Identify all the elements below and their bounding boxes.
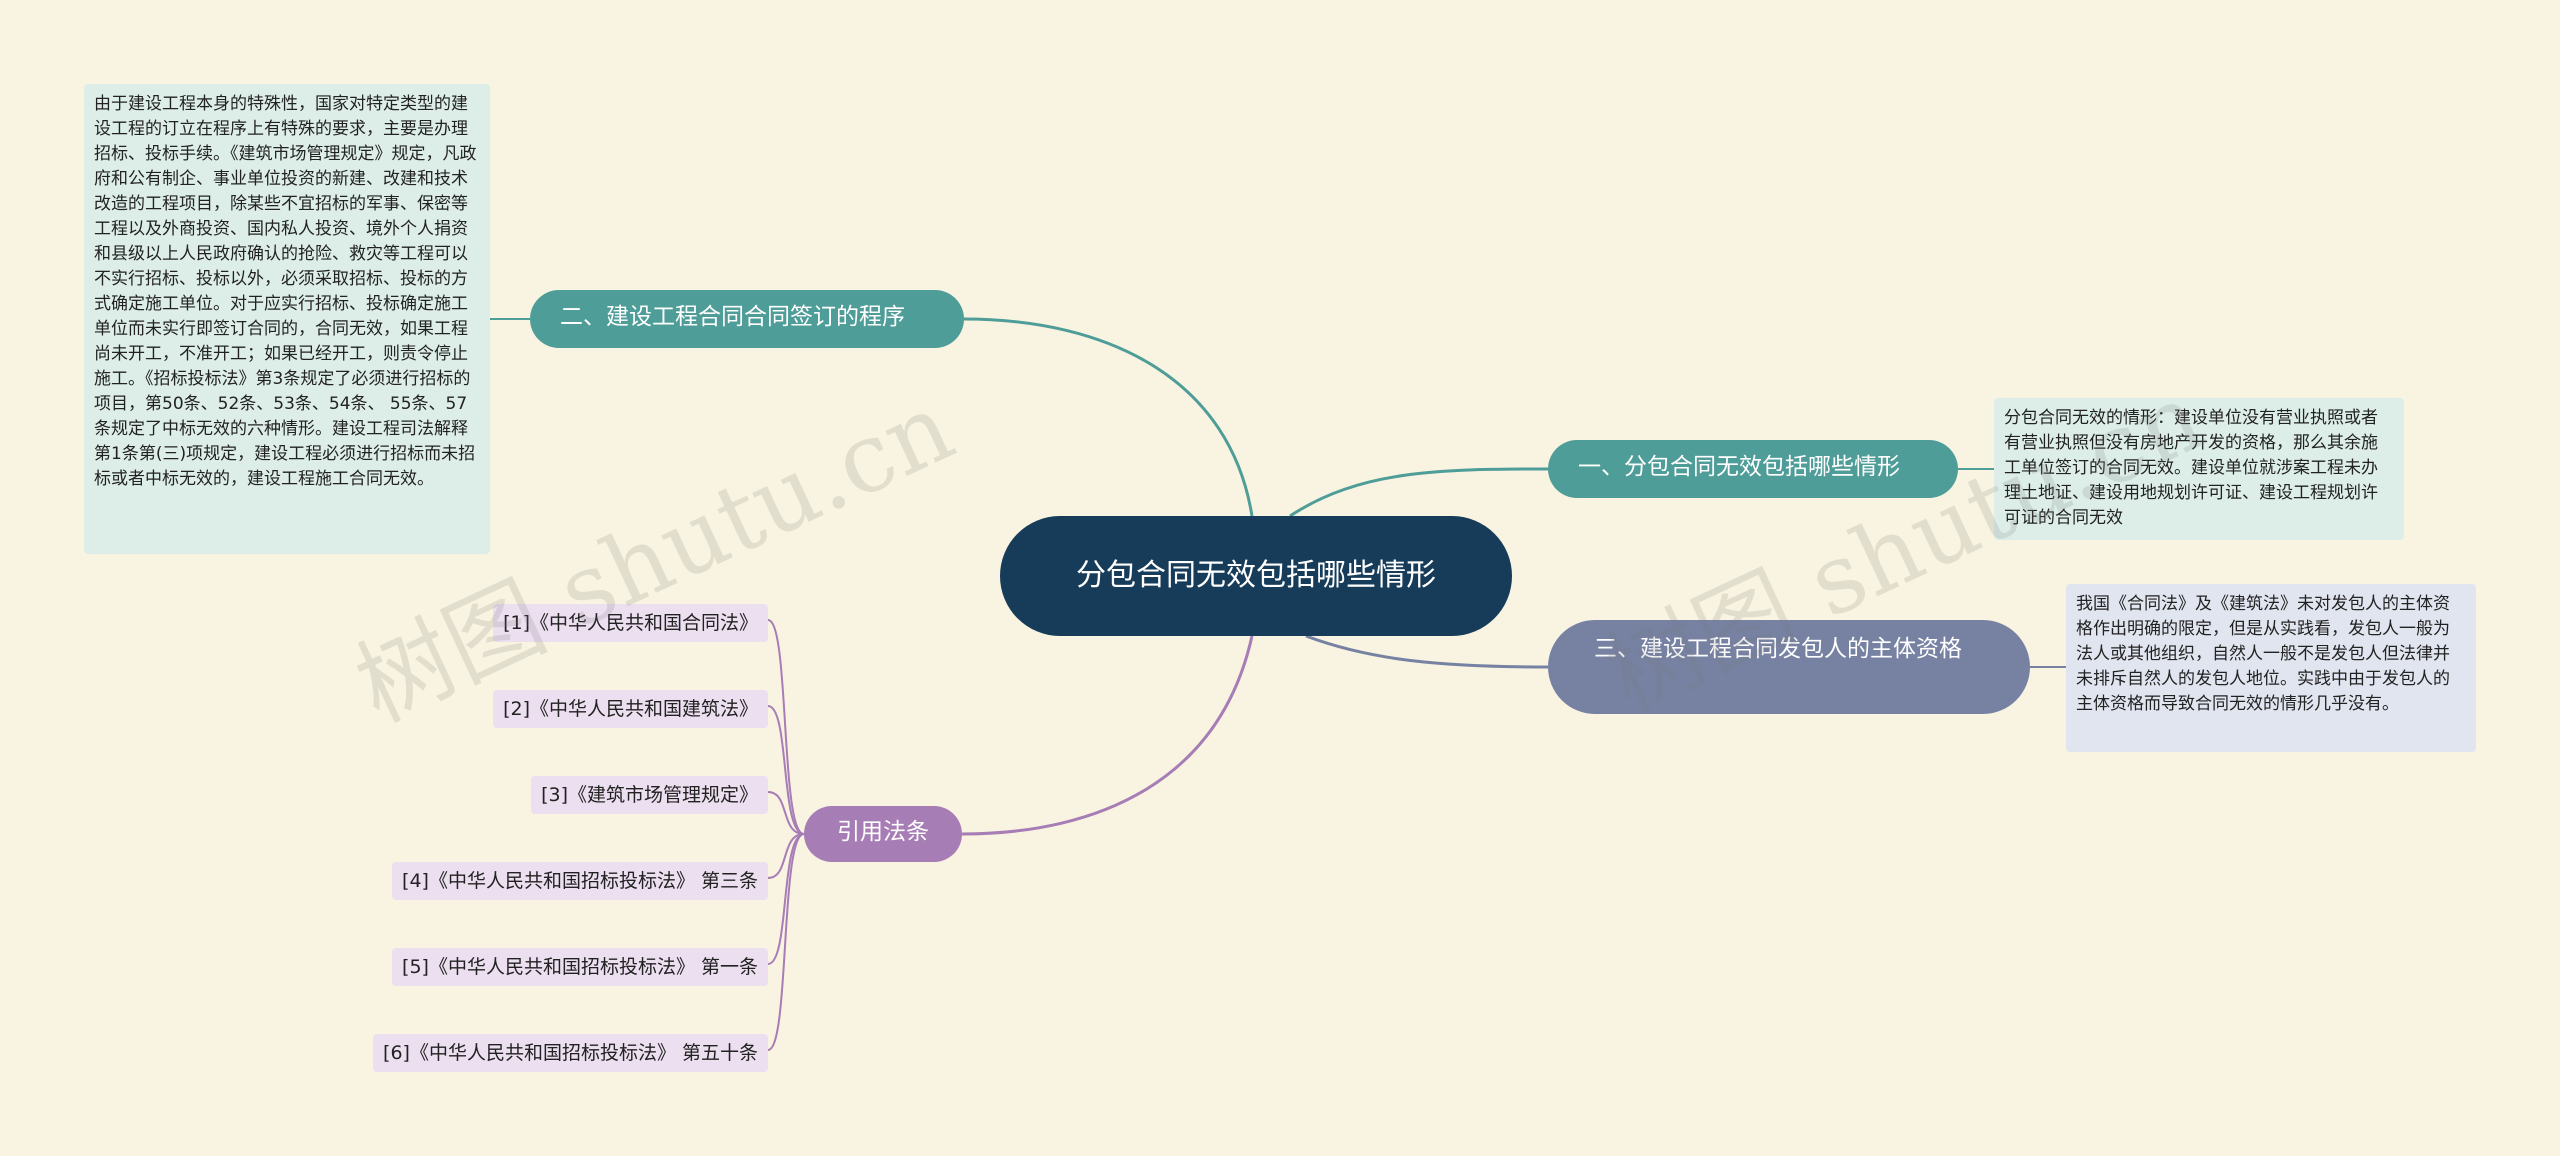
ref-item-3[interactable]: [3]《建筑市场管理规定》 [531,776,768,814]
branch-one-label: 一、分包合同无效包括哪些情形 [1578,454,1900,480]
branch-refs[interactable]: 引用法条 [804,806,962,862]
ref-item-1[interactable]: [1]《中华人民共和国合同法》 [493,604,768,642]
ref-item-2[interactable]: [2]《中华人民共和国建筑法》 [493,690,768,728]
branch-three-label: 三、建设工程合同发包人的主体资格 [1594,636,1962,662]
branch-two[interactable]: 二、建设工程合同合同签订的程序 [530,290,964,348]
root-topic[interactable]: 分包合同无效包括哪些情形 [1000,516,1512,636]
root-title: 分包合同无效包括哪些情形 [1076,558,1436,593]
branch-three-detail[interactable]: 我国《合同法》及《建筑法》未对发包人的主体资格作出明确的限定，但是从实践看，发包… [2066,584,2476,752]
link-root-branch-one [1289,467,1549,518]
branch-three[interactable]: 三、建设工程合同发包人的主体资格 [1548,620,2030,714]
branch-one-detail-text: 分包合同无效的情形：建设单位没有营业执照或者有营业执照但没有房地产开发的资格，那… [2004,408,2378,528]
ref-item-text: [2]《中华人民共和国建筑法》 [503,698,758,720]
ref-item-text: [5]《中华人民共和国招标投标法》 第一条 [402,956,758,978]
link-root-refs [961,635,1254,836]
link-root-branch-two [963,317,1254,517]
branch-three-detail-text: 我国《合同法》及《建筑法》未对发包人的主体资格作出明确的限定，但是从实践看，发包… [2076,594,2450,714]
branch-one-detail[interactable]: 分包合同无效的情形：建设单位没有营业执照或者有营业执照但没有房地产开发的资格，那… [1994,398,2404,540]
ref-item-text: [6]《中华人民共和国招标投标法》 第五十条 [383,1042,758,1064]
refs-item-links [767,619,805,1051]
branch-two-detail-text: 由于建设工程本身的特殊性，国家对特定类型的建设工程的订立在程序上有特殊的要求，主… [94,94,477,489]
ref-item-5[interactable]: [5]《中华人民共和国招标投标法》 第一条 [392,948,768,986]
ref-item-6[interactable]: [6]《中华人民共和国招标投标法》 第五十条 [373,1034,768,1072]
branch-refs-label: 引用法条 [837,819,929,845]
ref-item-text: [3]《建筑市场管理规定》 [541,784,758,806]
branch-two-detail[interactable]: 由于建设工程本身的特殊性，国家对特定类型的建设工程的订立在程序上有特殊的要求，主… [84,84,490,554]
branch-two-label: 二、建设工程合同合同签订的程序 [560,304,905,330]
ref-item-text: [1]《中华人民共和国合同法》 [503,612,758,634]
ref-item-4[interactable]: [4]《中华人民共和国招标投标法》 第三条 [392,862,768,900]
ref-item-text: [4]《中华人民共和国招标投标法》 第三条 [402,870,758,892]
branch-one[interactable]: 一、分包合同无效包括哪些情形 [1548,440,1958,498]
link-root-branch-three [1305,634,1549,669]
